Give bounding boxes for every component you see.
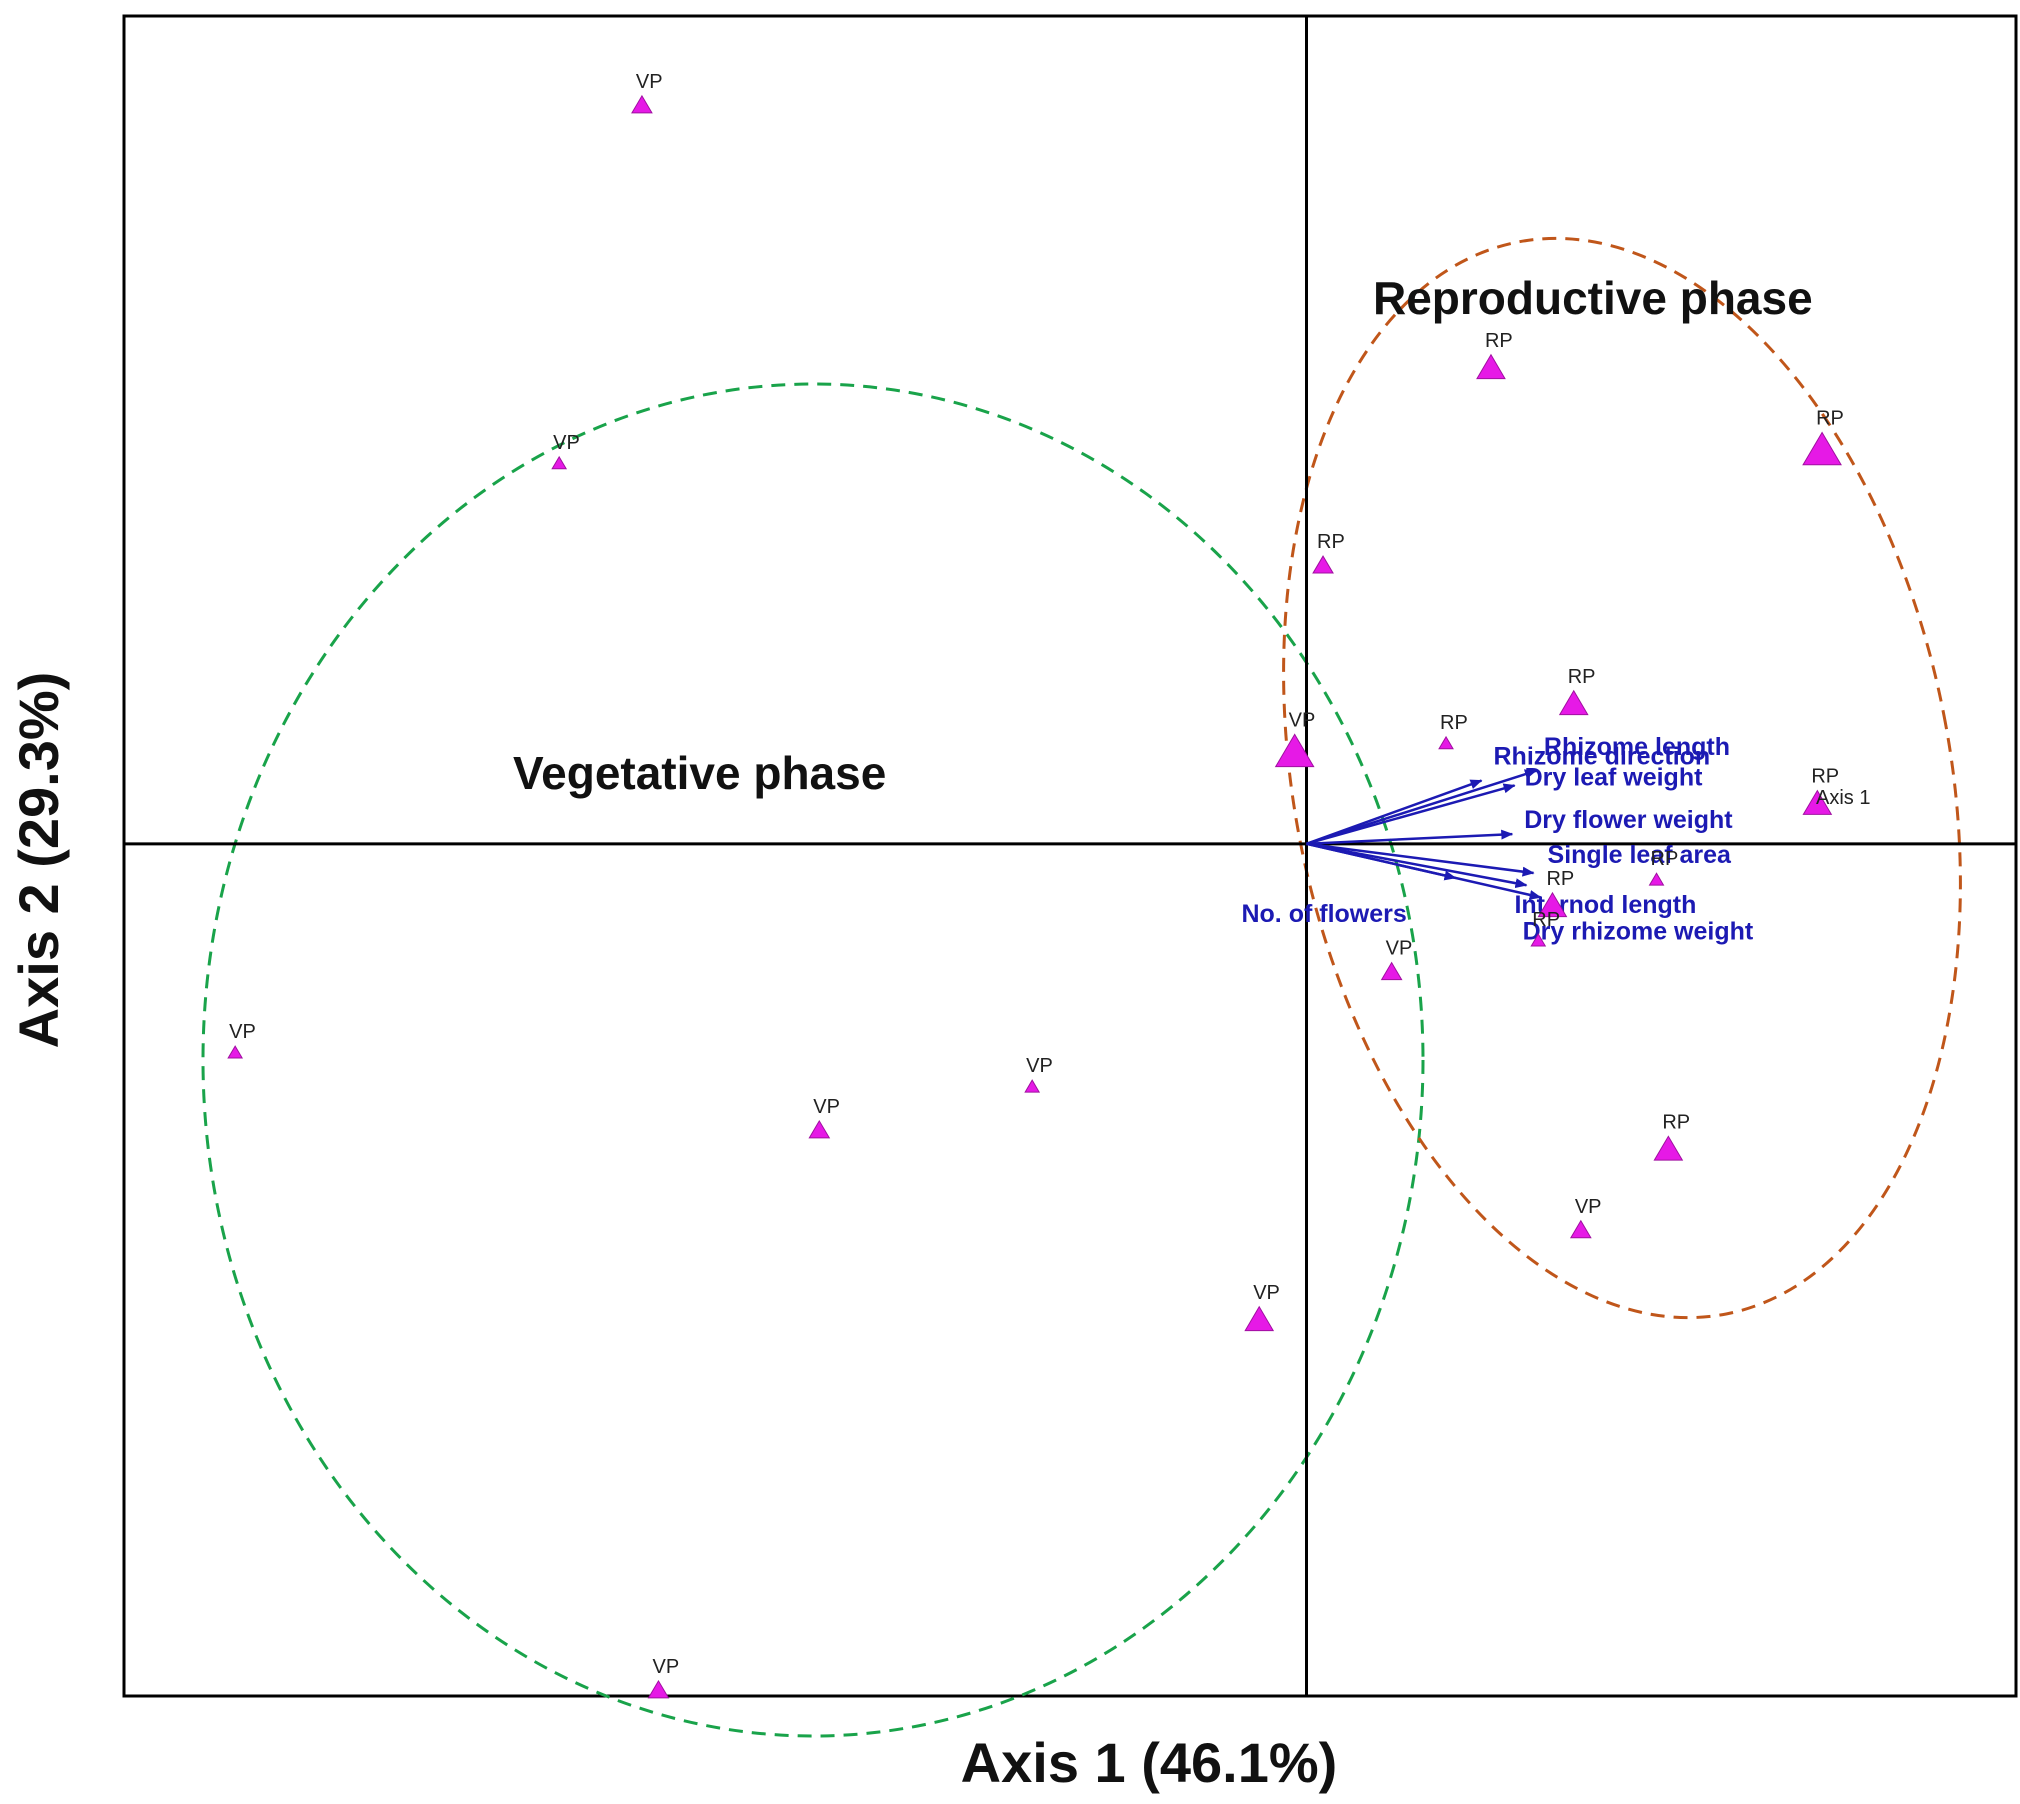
point-label: RP: [1811, 766, 1839, 788]
point-label: RP: [1485, 330, 1513, 352]
vector-label: Dry rhizome weight: [1523, 917, 1754, 945]
sample-point: [551, 455, 568, 470]
sample-point: [1653, 1135, 1684, 1161]
point-label: VP: [553, 432, 580, 454]
sample-points: VP VP VP VP VP VP VP VP VP VP RP RP RP RP RP RP RP RP RP RP: [227, 71, 1844, 1699]
loading-vector: [1306, 842, 1535, 877]
sample-point: [1476, 353, 1506, 380]
point-label: VP: [1026, 1055, 1053, 1077]
sample-point: [1274, 733, 1315, 768]
sample-point: [1244, 1305, 1275, 1332]
sample-point: [1312, 555, 1334, 574]
point-label: RP: [1651, 848, 1679, 870]
x-axis-title: Axis 1 (46.1%): [961, 1731, 1338, 1794]
point-label: VP: [813, 1096, 840, 1118]
sample-point: [631, 94, 653, 114]
origin-axes: [124, 16, 2016, 1696]
point-label: RP: [1532, 909, 1560, 931]
vector-label: Dry flower weight: [1524, 806, 1733, 834]
point-label: RP: [1816, 407, 1844, 429]
sample-point: [1380, 961, 1403, 981]
vector-label: Single leaf area: [1548, 841, 1733, 869]
loading-vector: [1306, 783, 1516, 846]
point-label: VP: [1386, 938, 1413, 960]
vector-label: Rhizome length: [1544, 733, 1730, 761]
point-label: VP: [1575, 1196, 1602, 1218]
loading-vector: [1306, 842, 1528, 889]
point-label: VP: [1289, 709, 1316, 731]
loading-vector: [1306, 829, 1514, 846]
sample-point: [1802, 789, 1833, 815]
point-label: VP: [229, 1021, 256, 1043]
plot-frame: [122, 14, 2018, 1698]
group-label-reproductive: Reproductive phase: [1373, 272, 1813, 324]
sample-point: [1438, 735, 1454, 750]
point-label: VP: [652, 1656, 679, 1678]
sample-point: [1024, 1079, 1041, 1093]
point-label: VP: [636, 71, 663, 93]
sample-point: [227, 1045, 244, 1059]
axis-inline-label: Axis 1: [1816, 787, 1870, 809]
sample-point: [1537, 891, 1568, 918]
vector-label: No. of flowers: [1241, 900, 1406, 928]
sample-point: [647, 1679, 670, 1699]
group-ellipses: [201, 236, 1962, 1738]
sample-point: [1648, 872, 1665, 886]
vector-label: Dry leaf weight: [1525, 763, 1703, 791]
point-label: RP: [1546, 868, 1574, 890]
loading-vector: [1306, 842, 1542, 900]
group-label-vegetative: Vegetative phase: [513, 747, 886, 799]
sample-point: [1530, 933, 1547, 947]
point-label: RP: [1440, 712, 1468, 734]
vegetative-ellipse: [201, 382, 1425, 1738]
y-axis-title: Axis 2 (29.3%): [7, 672, 70, 1049]
loading-vector: [1306, 769, 1537, 846]
point-label: RP: [1317, 531, 1345, 553]
reproductive-ellipse: [1282, 236, 1962, 1320]
sample-point: [1558, 689, 1589, 716]
sample-point: [808, 1119, 831, 1139]
point-label: RP: [1662, 1111, 1690, 1133]
point-label: RP: [1568, 666, 1596, 688]
point-label: VP: [1253, 1282, 1280, 1304]
sample-point: [1569, 1219, 1592, 1239]
vector-label: Rhizome direction: [1494, 743, 1711, 771]
sample-point: [1802, 431, 1842, 466]
